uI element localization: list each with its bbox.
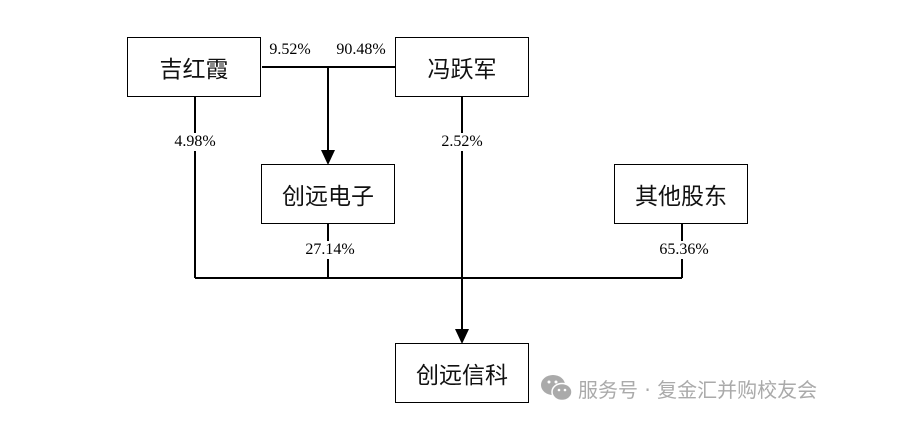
node-label: 其他股东 <box>635 184 727 209</box>
node-feng-yuejun: 冯跃军 <box>395 37 529 97</box>
node-chuangyuan-dianzi: 创远电子 <box>261 164 395 224</box>
arrowhead-cyxk <box>455 329 469 344</box>
watermark-text: 服务号 · 复金汇并购校友会 <box>578 377 818 402</box>
node-label: 冯跃军 <box>427 57 497 82</box>
edge-label-feng-cyxk: 2.52% <box>440 133 484 151</box>
node-chuangyuan-xinke: 创远信科 <box>395 343 529 403</box>
watermark: 服务号 · 复金汇并购校友会 <box>540 373 817 403</box>
node-ji-hongxia: 吉红霞 <box>127 37 261 97</box>
node-other-shareholders: 其他股东 <box>614 164 748 224</box>
edge-label-ji-cyxk: 4.98% <box>173 133 217 151</box>
edge-label-feng-cydz: 90.48% <box>336 41 386 58</box>
wechat-icon <box>541 375 573 402</box>
node-label: 吉红霞 <box>159 57 229 82</box>
edge-label-others-cyxk: 65.36% <box>658 241 710 259</box>
node-label: 创远信科 <box>416 363 508 388</box>
edge-label-ji-cydz: 9.52% <box>269 41 311 58</box>
edge-label-cydz-cyxk: 27.14% <box>304 241 356 259</box>
node-label: 创远电子 <box>282 184 374 209</box>
arrowhead-cydz <box>321 150 335 165</box>
